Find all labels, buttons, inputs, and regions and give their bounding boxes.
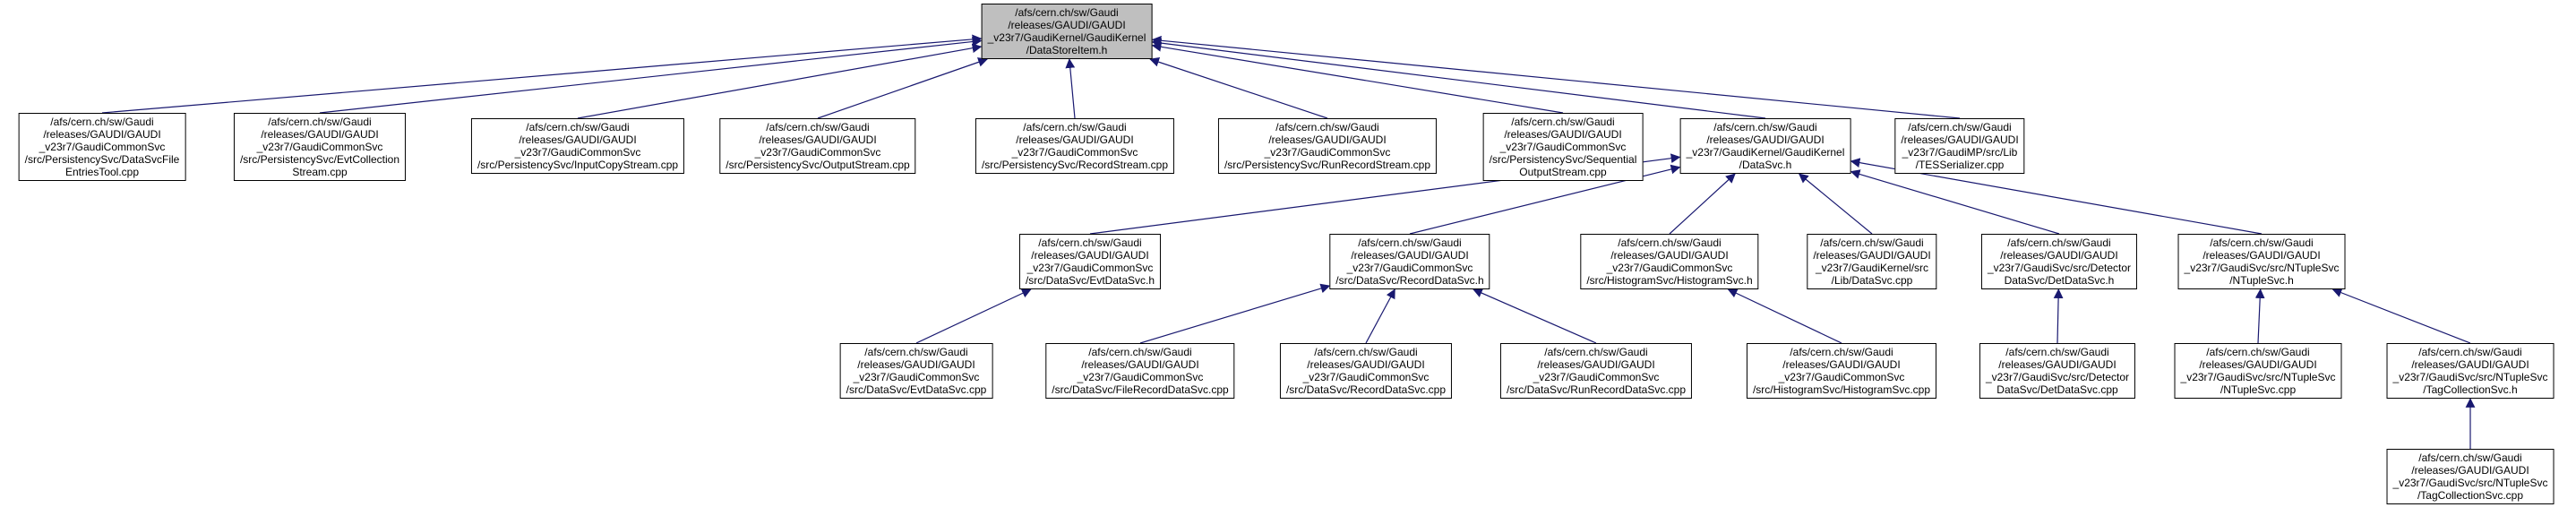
include-edge xyxy=(2331,288,2471,344)
graph-node-runrecorddatasvc_cpp[interactable]: /afs/cern.ch/sw/Gaudi /releases/GAUDI/GA… xyxy=(1499,343,1693,399)
graph-node-recordstream_cpp[interactable]: /afs/cern.ch/sw/Gaudi /releases/GAUDI/GA… xyxy=(975,118,1175,174)
graph-node-ntuplesvc_h[interactable]: /afs/cern.ch/sw/Gaudi /releases/GAUDI/GA… xyxy=(2177,234,2346,289)
include-edge xyxy=(1151,41,1564,114)
include-edge xyxy=(1151,35,1961,119)
include-edge xyxy=(319,37,983,114)
graph-node-evtdatasvc_cpp[interactable]: /afs/cern.ch/sw/Gaudi /releases/GAUDI/GA… xyxy=(839,343,993,399)
include-edge xyxy=(101,34,983,114)
graph-node-tesserializer_cpp[interactable]: /afs/cern.ch/sw/Gaudi /releases/GAUDI/GA… xyxy=(1894,118,2025,174)
include-edge xyxy=(1850,169,2060,235)
graph-node-runrecordstream_cpp[interactable]: /afs/cern.ch/sw/Gaudi /releases/GAUDI/GA… xyxy=(1217,118,1438,174)
graph-node-histogramsvc_h[interactable]: /afs/cern.ch/sw/Gaudi /releases/GAUDI/GA… xyxy=(1580,234,1759,289)
graph-node-datastoreitem_h: /afs/cern.ch/sw/Gaudi /releases/GAUDI/GA… xyxy=(981,4,1153,59)
graph-node-tagcollectionsvc_h[interactable]: /afs/cern.ch/sw/Gaudi /releases/GAUDI/GA… xyxy=(2386,343,2555,399)
graph-node-datasvcfileentriestool_cpp[interactable]: /afs/cern.ch/sw/Gaudi /releases/GAUDI/GA… xyxy=(18,113,186,181)
include-edge xyxy=(1727,288,1842,344)
include-edge xyxy=(1473,288,1597,344)
include-edge xyxy=(817,57,988,119)
graph-node-inputcopystream_cpp[interactable]: /afs/cern.ch/sw/Gaudi /releases/GAUDI/GA… xyxy=(470,118,685,174)
graph-node-detdatasvc_cpp[interactable]: /afs/cern.ch/sw/Gaudi /releases/GAUDI/GA… xyxy=(1979,343,2136,399)
graph-node-evtdatasvc_h[interactable]: /afs/cern.ch/sw/Gaudi /releases/GAUDI/GA… xyxy=(1018,234,1162,289)
include-edge xyxy=(1669,173,1736,235)
graph-node-detdatasvc_h[interactable]: /afs/cern.ch/sw/Gaudi /releases/GAUDI/GA… xyxy=(1980,234,2138,289)
include-edge xyxy=(1798,173,1873,235)
include-edge xyxy=(1149,57,1328,119)
graph-node-outputstream_cpp[interactable]: /afs/cern.ch/sw/Gaudi /releases/GAUDI/GA… xyxy=(719,118,916,174)
include-edge xyxy=(1139,283,1331,344)
graph-node-ntuplesvc_cpp[interactable]: /afs/cern.ch/sw/Gaudi /releases/GAUDI/GA… xyxy=(2174,343,2342,399)
include-edge xyxy=(1365,288,1395,344)
graph-node-tagcollectionsvc_cpp[interactable]: /afs/cern.ch/sw/Gaudi /releases/GAUDI/GA… xyxy=(2386,449,2555,504)
graph-node-evtcollectionstream_cpp[interactable]: /afs/cern.ch/sw/Gaudi /releases/GAUDI/GA… xyxy=(233,113,407,181)
graph-node-sequentialoutputstream_cpp[interactable]: /afs/cern.ch/sw/Gaudi /releases/GAUDI/GA… xyxy=(1482,113,1644,181)
graph-node-recorddatasvc_cpp[interactable]: /afs/cern.ch/sw/Gaudi /releases/GAUDI/GA… xyxy=(1279,343,1453,399)
include-edge xyxy=(2053,288,2064,344)
graph-node-histogramsvc_cpp[interactable]: /afs/cern.ch/sw/Gaudi /releases/GAUDI/GA… xyxy=(1746,343,1937,399)
include-edge xyxy=(915,288,1032,344)
graph-node-recorddatasvc_h[interactable]: /afs/cern.ch/sw/Gaudi /releases/GAUDI/GA… xyxy=(1329,234,1490,289)
graph-node-datasvc_cpp[interactable]: /afs/cern.ch/sw/Gaudi /releases/GAUDI/GA… xyxy=(1807,234,1937,289)
graph-node-datasvc_h[interactable]: /afs/cern.ch/sw/Gaudi /releases/GAUDI/GA… xyxy=(1679,118,1851,174)
include-edge xyxy=(1151,38,1766,119)
include-edge xyxy=(2254,288,2265,344)
include-edge xyxy=(1065,58,1076,119)
graph-node-filerecorddatasvc_cpp[interactable]: /afs/cern.ch/sw/Gaudi /releases/GAUDI/GA… xyxy=(1045,343,1235,399)
include-edge xyxy=(577,43,983,119)
